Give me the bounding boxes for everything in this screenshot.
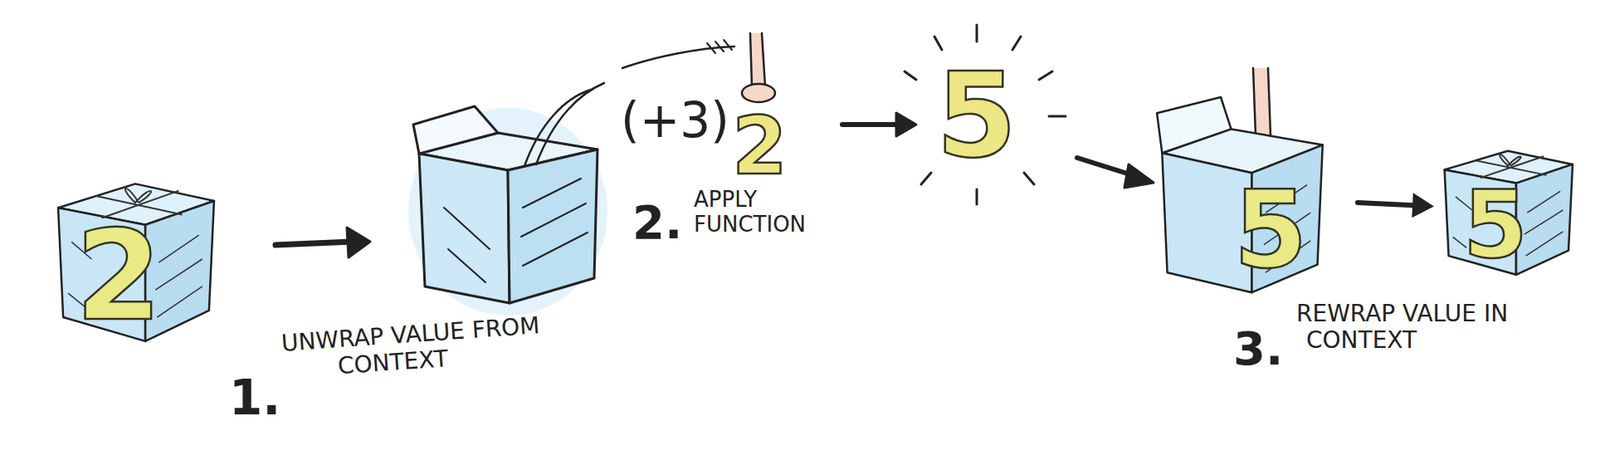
arrow-head	[1124, 164, 1154, 188]
motion-line	[707, 39, 732, 54]
step-caption: APPLY FUNCTION	[693, 187, 840, 238]
arrow-connector	[1357, 192, 1435, 218]
gift-box: 5	[1439, 142, 1577, 278]
step-number: 1.	[229, 370, 281, 426]
step-caption: REWRAP VALUE IN CONTEXT	[1296, 300, 1522, 354]
open-gift-box: 5	[1155, 97, 1328, 297]
arrow-line	[842, 121, 901, 127]
value-number: 5	[936, 58, 1017, 175]
arrow-line	[1357, 202, 1418, 206]
motion-line	[622, 46, 735, 69]
step-caption: UNWRAP VALUE FROM CONTEXT	[280, 307, 613, 384]
step-number: 2.	[632, 195, 683, 249]
box-number: 2	[75, 213, 162, 338]
function-label: (+3)	[620, 92, 730, 149]
arrow-head	[1411, 192, 1435, 218]
hand	[741, 83, 776, 103]
gift-box: 2	[51, 173, 220, 345]
arrow-head	[896, 112, 917, 137]
arm	[750, 33, 766, 87]
glow-rays	[904, 24, 1066, 205]
step-number: 3.	[1233, 321, 1283, 376]
arrow-head	[346, 227, 371, 258]
box-number: 5	[1233, 176, 1308, 283]
value-number: 2	[731, 106, 788, 186]
empty-box	[408, 82, 608, 316]
box-number: 5	[1463, 177, 1528, 271]
arrow-line	[275, 241, 353, 245]
